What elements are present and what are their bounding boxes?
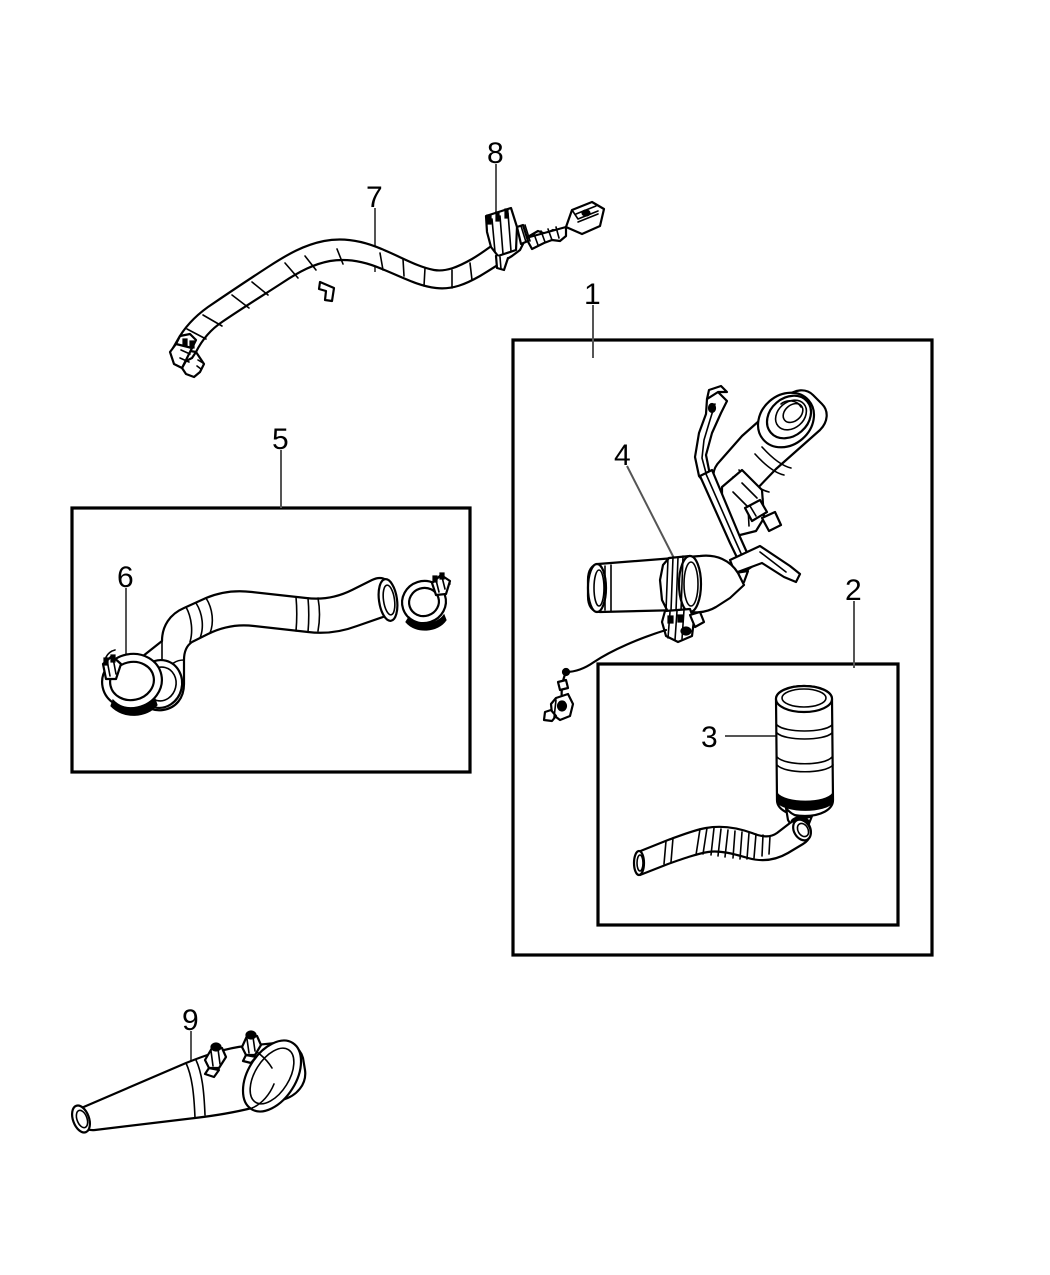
part-8-vapor-connector [484,206,531,272]
callout-number-9: 9 [182,1004,199,1037]
group-box-5 [70,506,472,774]
callout-number-5: 5 [272,423,289,456]
part-4-filler-neck-assembly [542,384,828,723]
callout-number-6: 6 [117,561,134,594]
callout-number-7: 7 [366,181,383,214]
group-box-2 [596,662,900,927]
part-3-vapor-canister [632,684,835,877]
callout-number-4: 4 [614,439,631,472]
callout-number-1: 1 [584,278,601,311]
group-box-1 [511,338,934,957]
part-7-vapor-vent-hose [168,200,606,379]
part-9-filler-tube-housing [70,1030,307,1134]
leader-lines [125,164,855,1076]
part-6-hose-clamp [101,649,163,716]
callout-number-3: 3 [701,721,718,754]
hose-clamp-right [400,572,452,631]
part-5-filler-hose [101,572,452,716]
callout-number-2: 2 [845,574,862,607]
callout-number-8: 8 [487,137,504,170]
